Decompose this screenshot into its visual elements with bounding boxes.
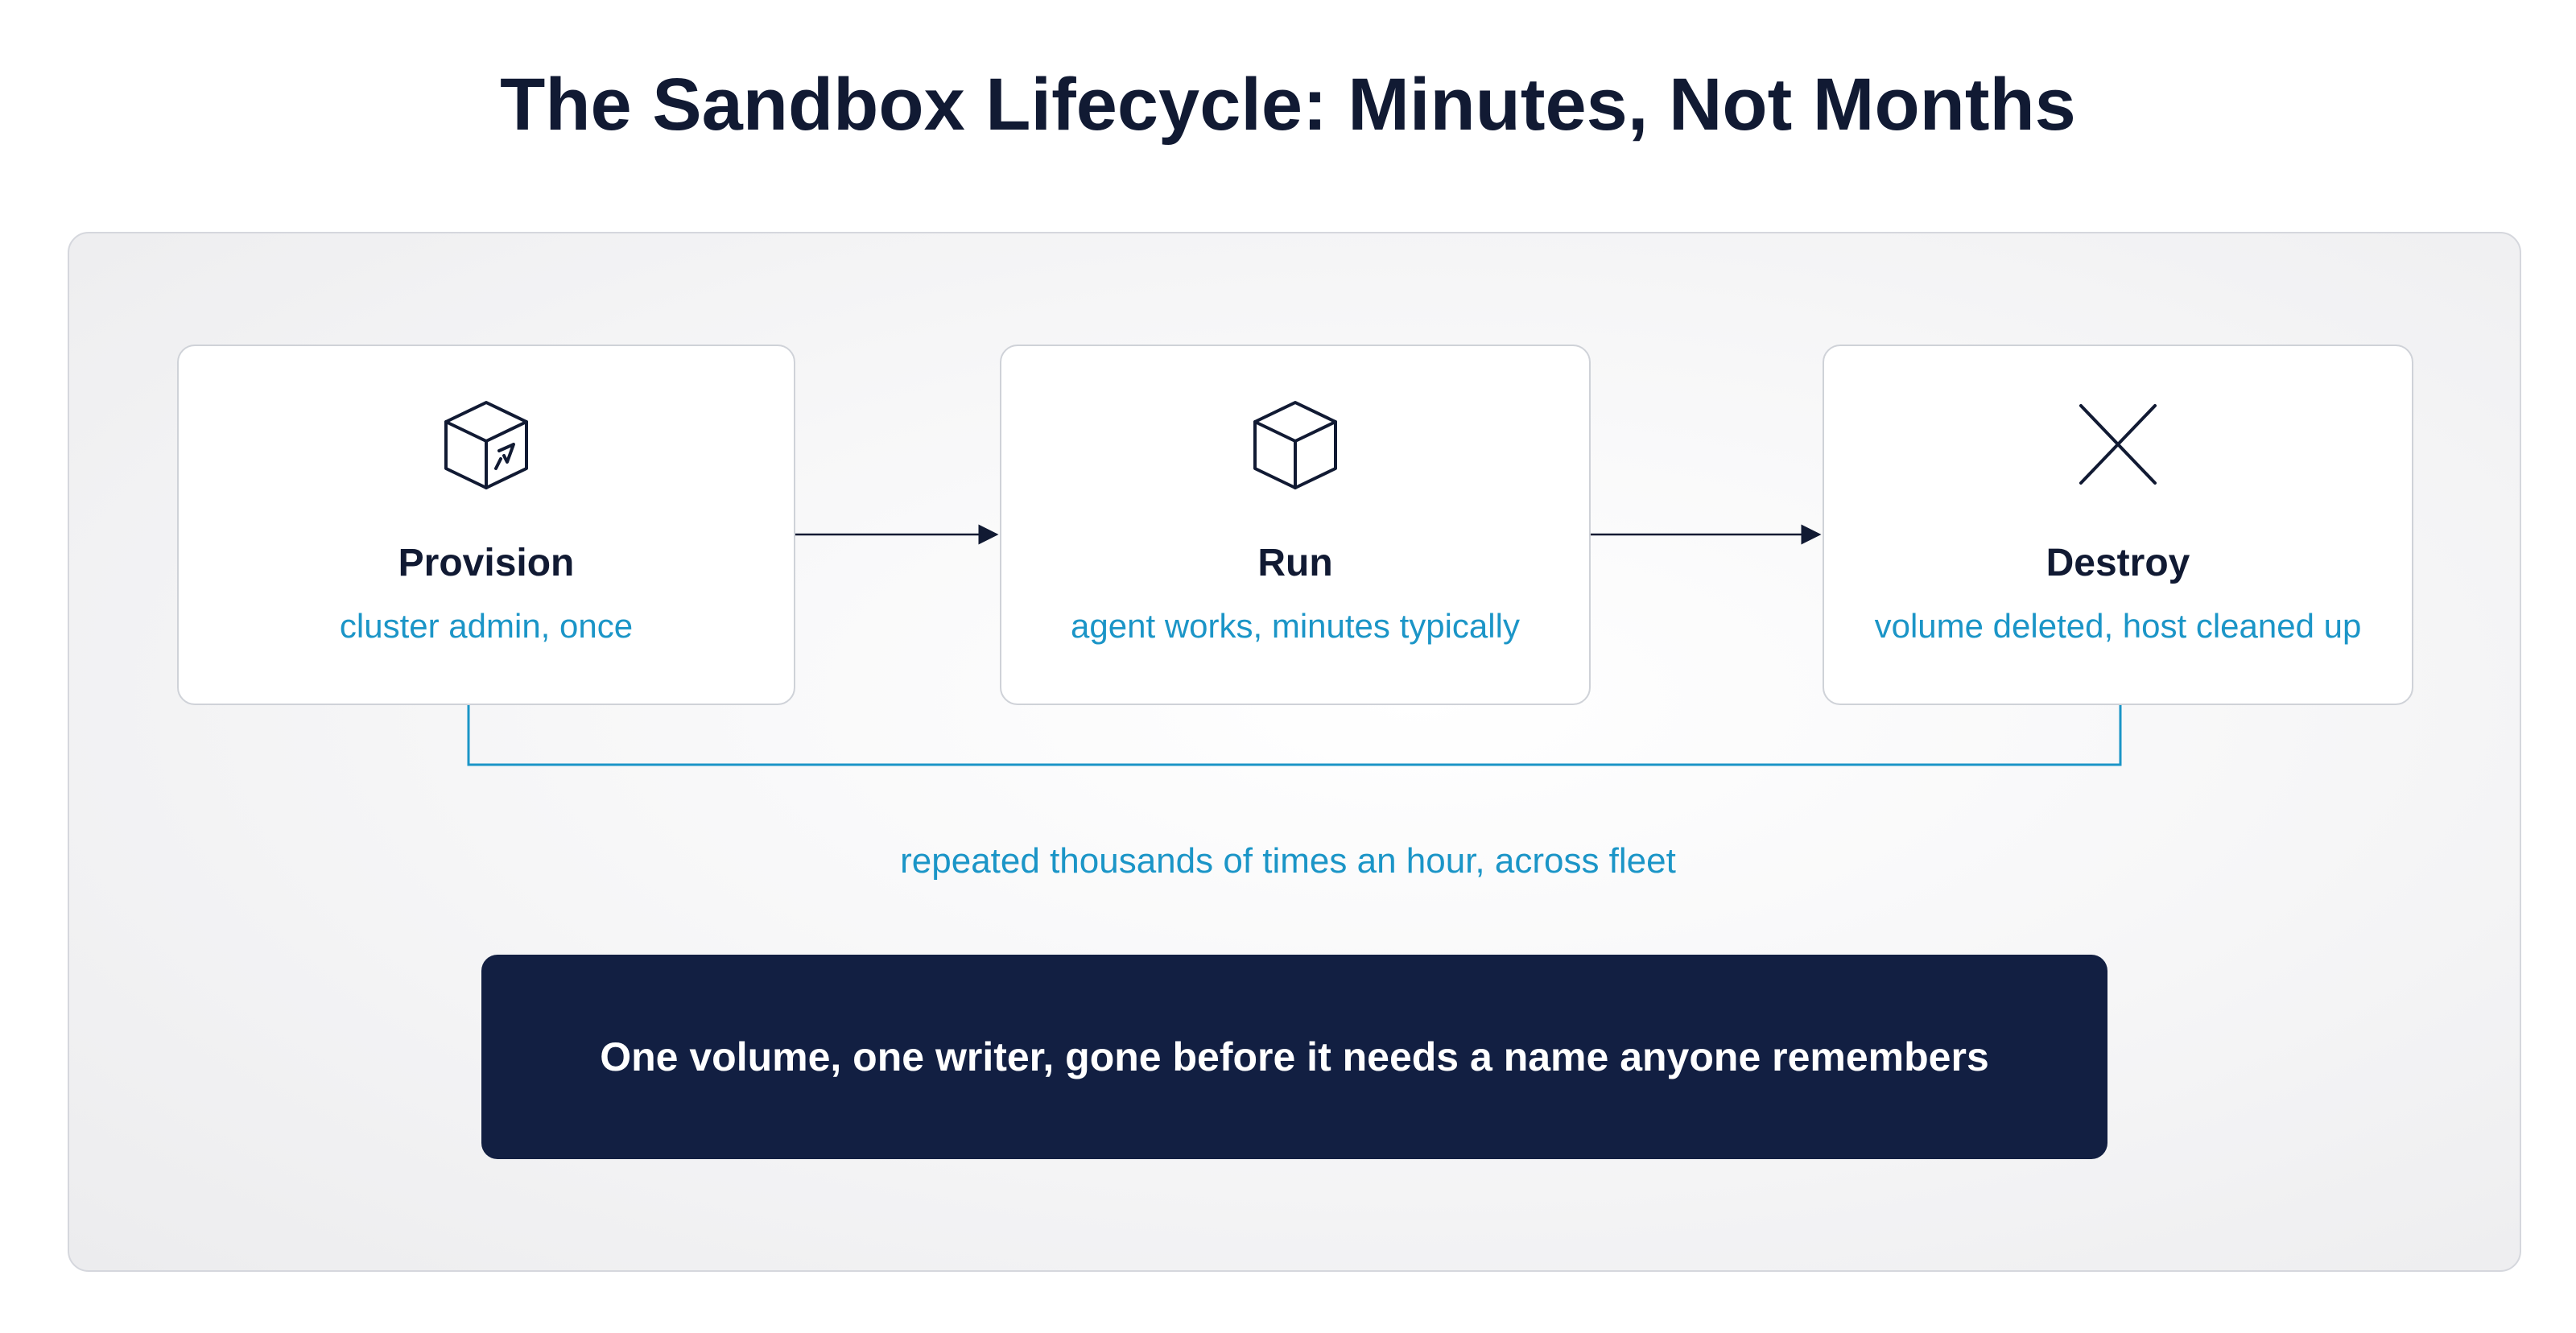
- summary-banner: One volume, one writer, gone before it n…: [481, 955, 2107, 1159]
- stage-label: Destroy: [2046, 542, 2190, 584]
- summary-banner-text: One volume, one writer, gone before it n…: [600, 1034, 1989, 1079]
- page-title: The Sandbox Lifecycle: Minutes, Not Mont…: [500, 64, 2076, 146]
- stage-label: Run: [1257, 542, 1333, 584]
- stage-description: agent works, minutes typically: [1071, 607, 1520, 645]
- stage-card-destroy: Destroy volume deleted, host cleaned up: [1823, 345, 2413, 705]
- loop-caption: repeated thousands of times an hour, acr…: [900, 841, 1676, 881]
- stage-description: cluster admin, once: [339, 607, 634, 645]
- x-icon: [2079, 404, 2157, 485]
- loop-back-line: [467, 705, 2122, 766]
- stage-description: volume deleted, host cleaned up: [1874, 607, 2362, 645]
- stage-card-run: Run agent works, minutes typically: [1000, 345, 1591, 705]
- stage-card-provision: Provision cluster admin, once: [177, 345, 795, 705]
- stage-label: Provision: [398, 542, 575, 584]
- cube-icon: [1253, 401, 1337, 489]
- cube-with-arrow-icon: [444, 401, 528, 489]
